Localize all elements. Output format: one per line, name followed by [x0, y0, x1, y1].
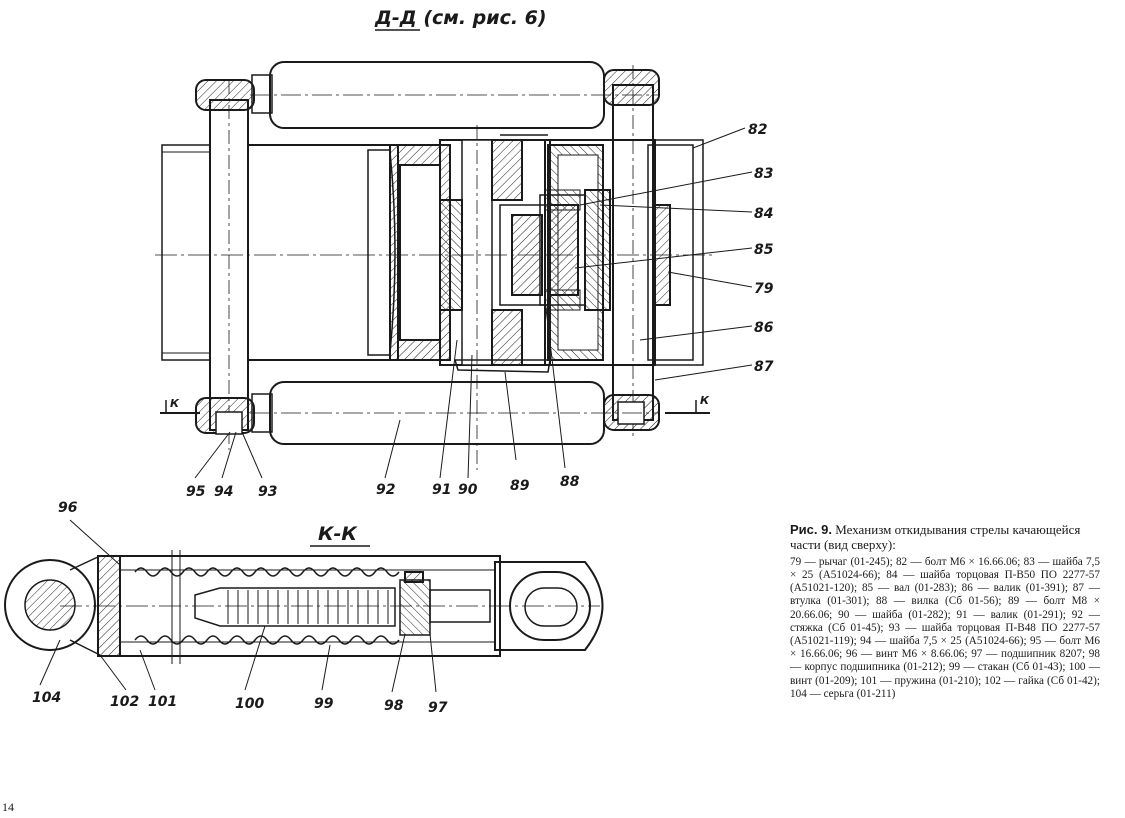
section-dd-title: Д-Д (см. рис. 6): [374, 7, 547, 29]
label-85: 85: [754, 242, 774, 258]
label-84: 84: [754, 206, 773, 222]
label-89: 89: [510, 478, 530, 494]
label-96: 96: [58, 500, 78, 516]
label-98: 98: [384, 698, 404, 714]
caption-title-text: Механизм откидывания стрелы качающейся ч…: [790, 522, 1081, 553]
label-88: 88: [560, 474, 580, 490]
section-kk-view: К-К: [4, 519, 604, 693]
label-92: 92: [376, 482, 395, 498]
label-93: 93: [258, 484, 277, 500]
label-101: 101: [148, 694, 177, 710]
label-91: 91: [432, 482, 451, 498]
cut-mark-right: К: [700, 394, 710, 407]
label-95: 95: [186, 484, 206, 500]
label-100: 100: [235, 696, 264, 712]
top-labels: 82 83 84 85 79 86 87 95 94 93 92 91 90 8…: [186, 122, 774, 500]
label-79: 79: [754, 281, 774, 297]
label-99: 99: [314, 696, 334, 712]
label-102: 102: [110, 694, 139, 710]
label-94: 94: [214, 484, 233, 500]
label-104: 104: [32, 690, 61, 706]
label-86: 86: [754, 320, 774, 336]
spring-coils: [134, 567, 400, 645]
section-dd-view: Д-Д (см. рис. 6): [155, 7, 753, 479]
caption-fig-label: Рис. 9.: [790, 522, 832, 537]
page-number: 14: [2, 800, 14, 814]
bottom-labels: 96 104 102 101 100 99 98 97: [32, 500, 448, 716]
section-kk-title: К-К: [318, 523, 358, 545]
label-82: 82: [748, 122, 767, 138]
label-97: 97: [428, 700, 448, 716]
cut-mark-left: К: [170, 397, 180, 410]
caption-title: Рис. 9. Механизм откидывания стрелы кача…: [790, 522, 1100, 553]
label-83: 83: [754, 166, 773, 182]
figure-caption: Рис. 9. Механизм откидывания стрелы кача…: [790, 522, 1100, 701]
caption-body: 79 — рычаг (01-245); 82 — болт М6 × 16.6…: [790, 555, 1100, 700]
label-90: 90: [458, 482, 478, 498]
label-87: 87: [754, 359, 774, 375]
